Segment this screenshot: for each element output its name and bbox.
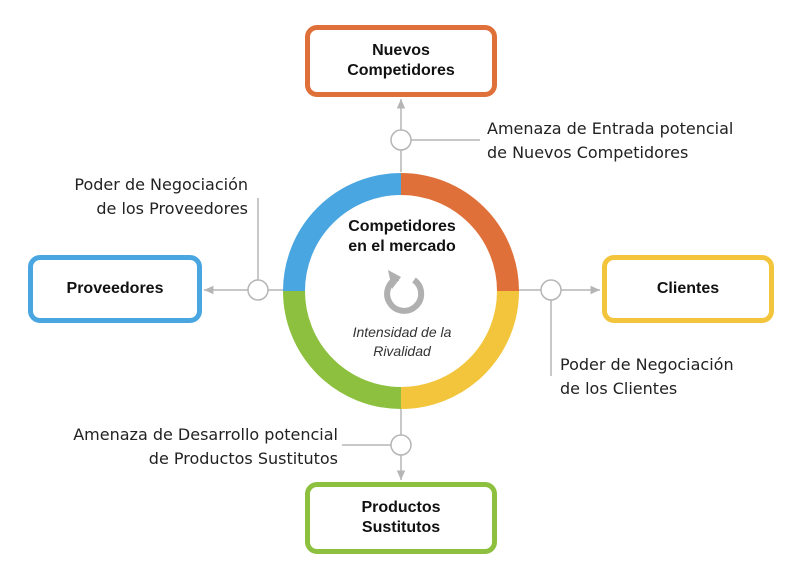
- rivalry-ring: [283, 173, 519, 409]
- node-left: [247, 279, 269, 301]
- node-bottom: [390, 434, 412, 456]
- center-title: Competidores en el mercado: [348, 218, 456, 255]
- label-poder-clientes: Poder de Negociación de los Clientes: [560, 355, 734, 398]
- label-amenaza-sustitutos: Amenaza de Desarrollo potencial de Produ…: [73, 425, 338, 468]
- ring-segment-green: [283, 290, 402, 409]
- refresh-cycle-icon: [384, 270, 425, 314]
- ring-segment-yellow: [400, 290, 519, 409]
- label-amenaza-entrada: Amenaza de Entrada potencial de Nuevos C…: [487, 119, 734, 162]
- ring-segment-orange: [400, 173, 519, 292]
- node-top: [390, 129, 412, 151]
- node-right: [540, 279, 562, 301]
- box-clientes: Clientes: [602, 255, 774, 323]
- box-proveedores: Proveedores: [28, 255, 202, 323]
- ring-segment-blue: [283, 173, 402, 292]
- label-poder-proveedores: Poder de Negociación de los Proveedores: [74, 175, 248, 218]
- box-nuevos-competidores: Nuevos Competidores: [305, 25, 497, 97]
- box-productos-sustitutos: Productos Sustitutos: [305, 482, 497, 554]
- center-subtitle: Intensidad de la Rivalidad: [352, 324, 452, 359]
